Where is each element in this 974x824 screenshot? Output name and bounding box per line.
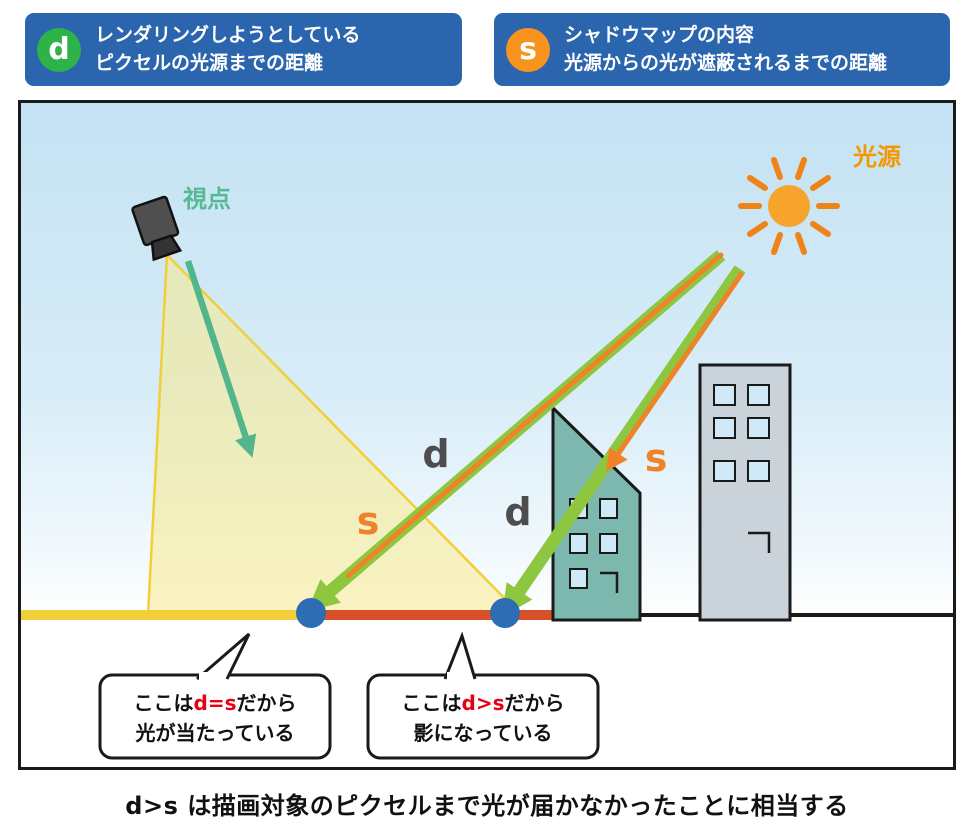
gray-building xyxy=(698,363,792,622)
window xyxy=(569,533,588,554)
bubble1-line2: 光が当たっている xyxy=(135,721,295,745)
window xyxy=(747,460,770,482)
window xyxy=(569,568,588,589)
window xyxy=(713,417,736,439)
bubble1-suffix: だから xyxy=(236,691,296,715)
bubble1-prefix: ここは xyxy=(134,691,194,715)
bubble2-suffix: だから xyxy=(504,691,564,715)
shadow-point-dot xyxy=(490,598,520,628)
diagram-canvas: 光源 視点 d s d s ここはd=sだから 光 xyxy=(21,143,953,760)
camera-icon xyxy=(131,195,183,262)
window xyxy=(747,417,770,439)
bubble2-line2: 影になっている xyxy=(414,721,553,745)
lit-point-bubble: ここはd=sだから 光が当たっている xyxy=(98,632,332,760)
d-badge-icon: d xyxy=(37,27,81,72)
light-ray-s2-arrow xyxy=(606,271,745,472)
bottom-caption: d>s は描画対象のピクセルまで光が届かなかったことに相当する xyxy=(125,792,849,820)
teal-building xyxy=(551,404,642,622)
s1-label: s xyxy=(357,499,380,543)
door-line xyxy=(748,531,771,553)
window xyxy=(747,384,770,406)
legend-s-line1: シャドウマップの内容 xyxy=(564,23,755,46)
shadow-point-bubble: ここはd>sだから 影になっている xyxy=(366,631,600,760)
bubble1-formula: d=s xyxy=(194,691,237,715)
s-badge-icon: s xyxy=(506,27,550,72)
window xyxy=(599,498,618,519)
lit-point-dot xyxy=(296,598,326,628)
shadow-map-diagram: 光源 視点 d s d s ここはd=sだから 光 xyxy=(18,100,956,770)
legend-d-box: d レンダリングしようとしている ピクセルの光源までの距離 xyxy=(25,13,462,86)
svg-text:ここはd>sだから: ここはd>sだから xyxy=(402,691,565,715)
light-ray-d2-arrow xyxy=(501,265,746,617)
d2-label: d xyxy=(504,490,531,534)
legend-s-text: シャドウマップの内容 光源からの光が遮蔽されるまでの距離 xyxy=(564,22,887,77)
window xyxy=(713,460,736,482)
bubble2-formula: d>s xyxy=(462,691,505,715)
legend-s-box: s シャドウマップの内容 光源からの光が遮蔽されるまでの距離 xyxy=(494,13,950,86)
legend-d-text: レンダリングしようとしている ピクセルの光源までの距離 xyxy=(95,22,360,77)
window xyxy=(599,533,618,554)
door-line xyxy=(600,571,619,593)
sun-icon xyxy=(738,157,840,255)
window xyxy=(713,384,736,406)
light-ray-s1-stripe xyxy=(345,252,724,579)
bubble-tail xyxy=(443,631,477,680)
legend-s-line2: 光源からの光が遮蔽されるまでの距離 xyxy=(564,51,888,74)
light-source-label: 光源 xyxy=(852,143,901,171)
svg-text:ここはd=sだから: ここはd=sだから xyxy=(134,691,297,715)
legend-d-line1: レンダリングしようとしている xyxy=(95,23,361,46)
view-direction-arrow xyxy=(184,259,257,458)
s2-label: s xyxy=(645,436,668,480)
d1-label: d xyxy=(422,432,449,476)
bubble-tail xyxy=(196,632,251,681)
legend-d-line2: ピクセルの光源までの距離 xyxy=(95,51,324,74)
bubble2-prefix: ここは xyxy=(402,691,462,715)
viewpoint-label: 視点 xyxy=(182,185,231,213)
